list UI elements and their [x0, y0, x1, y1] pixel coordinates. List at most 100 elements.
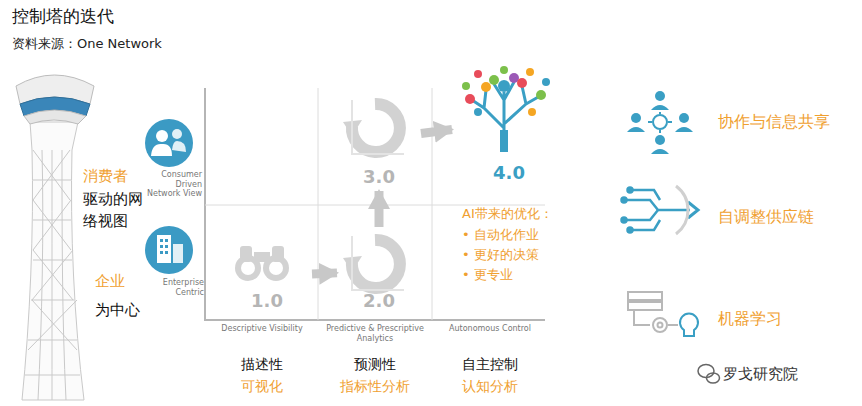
ai-tree-icon: [462, 66, 550, 152]
ai-tree-icon: [498, 80, 510, 92]
consumer-icon: [145, 119, 193, 167]
consumer-icon: [156, 130, 168, 142]
enterprise-icon: [165, 239, 168, 242]
stage-name: 认知分析: [436, 376, 544, 396]
control-tower: [33, 220, 71, 221]
control-tower: [25, 375, 80, 376]
control-tower: [28, 340, 77, 341]
machine-learning-icon: [628, 292, 698, 336]
chart-grid: [432, 88, 433, 320]
enterprise-icon: [160, 239, 168, 254]
cycle-icon: [343, 236, 404, 290]
enterprise-icon: [165, 245, 168, 248]
chart-grid: [204, 88, 545, 320]
binoculars-icon: [272, 246, 284, 262]
binoculars-icon: [254, 252, 270, 262]
machine-learning-icon: [628, 292, 662, 300]
collaboration-icon: [655, 135, 665, 145]
enterprise-icon: [157, 235, 171, 263]
stage-box: 3.0: [340, 90, 418, 188]
self-adjusting-icon: [626, 210, 658, 220]
self-adjusting-icon: [622, 218, 627, 223]
axis-label: 为中心: [95, 300, 165, 322]
control-tower: [28, 150, 77, 350]
consumer-icon: [172, 129, 182, 139]
control-tower: [33, 260, 72, 261]
icon-caption: Enterprise Centric: [138, 278, 204, 297]
ai-tree-icon: [528, 108, 536, 116]
ai-tree-icon: [526, 68, 534, 76]
collaboration-icon: [651, 149, 669, 154]
ai-tree-icon: [500, 66, 508, 74]
ai-tree-icon: [536, 90, 546, 100]
stage-number: 2.0: [340, 290, 418, 313]
consumer-icon: [145, 119, 193, 167]
enterprise-icon: [165, 251, 168, 254]
enterprise-icon: [160, 239, 163, 242]
binoculars-icon: [269, 261, 283, 275]
stage-caption: Predictive & Prescriptive Analytics: [322, 324, 428, 343]
stage-caption: Autonomous Control: [436, 324, 544, 334]
enterprise-icon: [145, 226, 193, 274]
collaboration-icon: [627, 127, 645, 132]
ai-tree-icon: [542, 78, 550, 86]
binoculars-icon: [241, 261, 255, 275]
consumer-icon: [172, 141, 186, 152]
binoculars-icon: [235, 246, 289, 281]
control-tower: [16, 75, 94, 400]
ai-bullet: • 自动化作业: [462, 227, 582, 243]
axis-label: 驱动的网络视图: [83, 189, 145, 233]
collaboration-icon: [651, 105, 669, 110]
stage-box: 4.0: [455, 60, 563, 184]
cycle-icon: [352, 236, 404, 290]
collaboration-icon: [675, 127, 693, 132]
cycle-icon: [352, 240, 400, 288]
wechat-icon: [707, 373, 720, 383]
collaboration-icon: [631, 113, 641, 123]
self-adjusting-icon: [632, 220, 660, 230]
stage-name: 自主控制: [436, 354, 544, 374]
feature-label: 协作与信息共享: [718, 110, 858, 133]
ai-heading: AI带来的优化：: [462, 206, 592, 222]
stage-caption: Descriptive Visibility: [212, 324, 312, 334]
machine-learning-icon: [628, 302, 662, 310]
machine-learning-icon: [680, 314, 698, 336]
machine-learning-icon: [668, 324, 678, 326]
ai-tree-icon: [489, 75, 499, 85]
chart-grid: [204, 319, 545, 321]
ai-tree-icon: [465, 94, 475, 104]
self-adjusting-icon: [628, 228, 633, 233]
collaboration-icon: [655, 91, 665, 101]
chart-grid: [204, 88, 206, 320]
ai-tree-icon: [474, 108, 482, 116]
cycle-icon: [343, 100, 404, 154]
source-note: 资料来源：One Network: [12, 36, 272, 52]
stage-name: 可视化: [212, 376, 312, 396]
stage-name: 描述性: [212, 354, 312, 374]
stage-box: 1.0: [225, 240, 309, 312]
axis-label: 企业: [95, 271, 155, 293]
consumer-icon: [151, 144, 172, 156]
control-tower: [62, 150, 66, 400]
ai-bullet: • 更专业: [462, 267, 582, 283]
stage-arrow: [312, 273, 337, 274]
self-adjusting-icon: [626, 200, 690, 210]
control-tower: [33, 180, 71, 181]
stage-number: 1.0: [225, 290, 309, 313]
icon-caption: Consumer Driven Network View: [146, 170, 202, 199]
stage-name: 预测性: [322, 354, 428, 374]
collaboration-icon: [627, 91, 693, 154]
stage-number: 3.0: [340, 166, 418, 189]
machine-learning-icon: [634, 310, 650, 325]
wechat-icon: [698, 365, 720, 384]
collaboration-icon: [653, 115, 667, 129]
binoculars-icon: [240, 246, 252, 262]
chart-grid: [318, 88, 319, 320]
self-adjusting-icon: [622, 198, 627, 203]
control-tower: [31, 300, 74, 301]
ai-tree-icon: [462, 82, 470, 90]
ai-tree-icon: [481, 82, 491, 92]
ai-tree-icon: [474, 70, 482, 78]
axis-label: 消费者: [83, 166, 145, 188]
ai-tree-icon: [517, 78, 527, 88]
